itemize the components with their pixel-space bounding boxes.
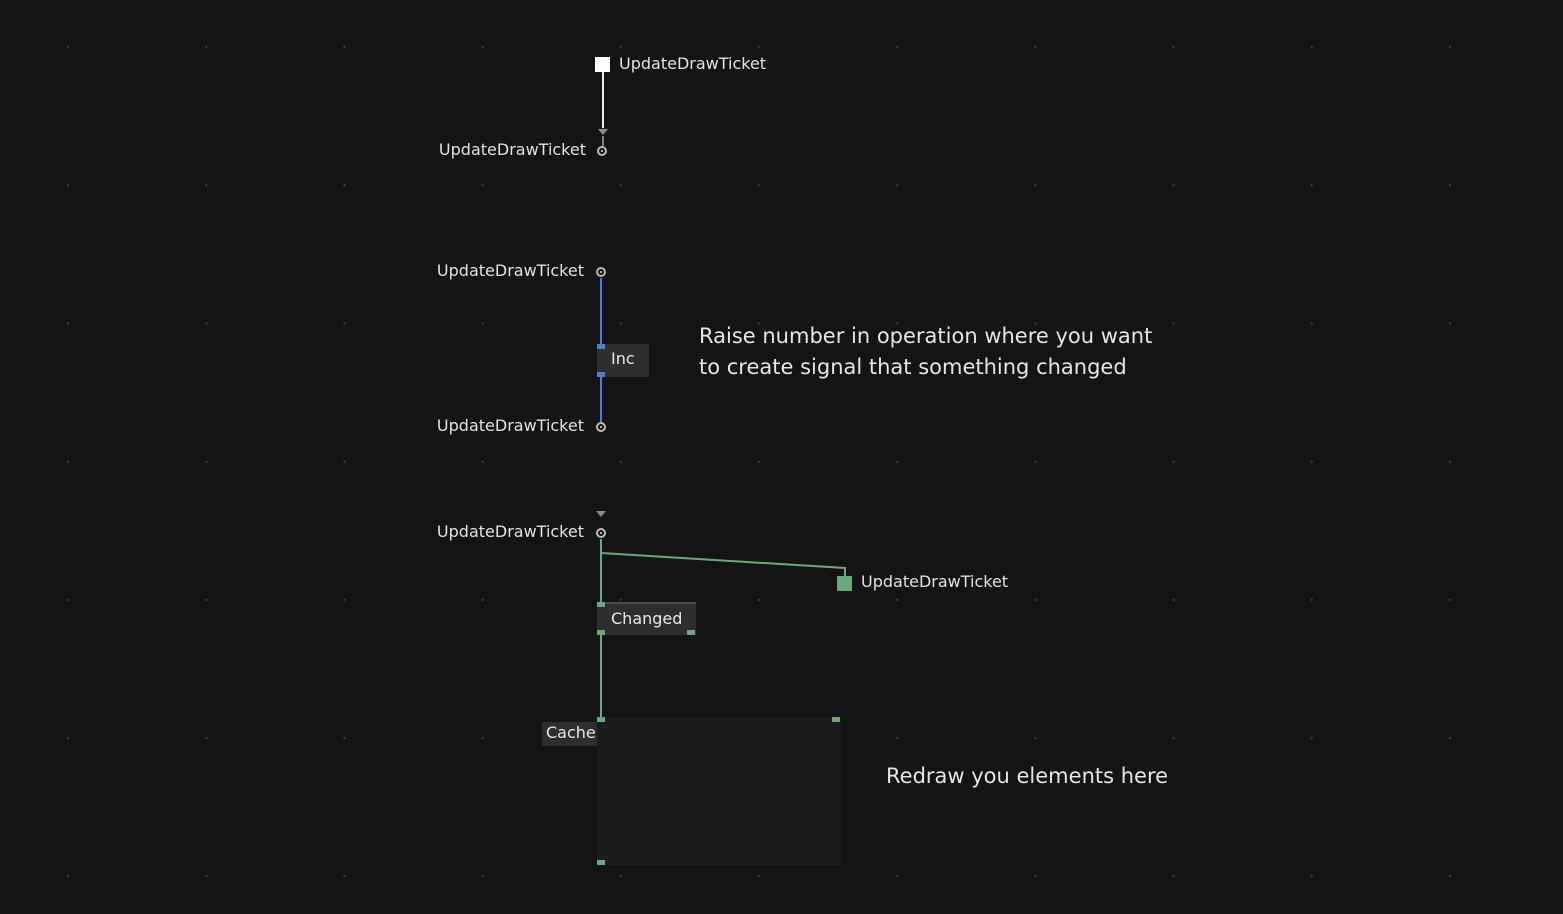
cache-node-label: Cache [546, 723, 596, 742]
triangle-down-icon [596, 511, 606, 517]
inc-input-port[interactable] [597, 344, 605, 349]
source-label: UpdateDrawTicket [861, 572, 1009, 591]
square-source-icon[interactable] [595, 57, 610, 72]
cache-input-port[interactable] [597, 717, 605, 722]
pin-label: UpdateDrawTicket [438, 140, 586, 159]
pin-label: UpdateDrawTicket [436, 522, 584, 541]
square-source-icon[interactable] [837, 576, 852, 591]
pin-label: UpdateDrawTicket [436, 416, 584, 435]
changed-output-port-2[interactable] [687, 630, 695, 635]
circle-pin-icon[interactable] [596, 528, 606, 538]
changed-node-label: Changed [611, 609, 683, 628]
cache-right-port[interactable] [832, 717, 840, 722]
circle-pin-icon[interactable] [597, 146, 607, 156]
pin-label: UpdateDrawTicket [436, 261, 584, 280]
comment-redraw: Redraw you elements here [886, 764, 1169, 788]
wire-green-source [600, 552, 846, 576]
source-label: UpdateDrawTicket [619, 54, 767, 73]
cache-bottom-port[interactable] [597, 860, 605, 865]
cache-node[interactable]: Cache [542, 722, 597, 746]
inc-node-label: Inc [611, 349, 635, 368]
circle-pin-icon[interactable] [596, 422, 606, 432]
comment-raise: Raise number in operation where you want… [699, 324, 1153, 379]
changed-output-port[interactable] [597, 630, 605, 635]
changed-input-port[interactable] [597, 602, 605, 607]
circle-pin-icon[interactable] [596, 267, 606, 277]
inc-node[interactable]: Inc [597, 344, 649, 377]
changed-node[interactable]: Changed [597, 602, 696, 635]
triangle-down-icon [598, 129, 608, 135]
cache-region[interactable] [597, 717, 841, 865]
inc-output-port[interactable] [597, 372, 605, 377]
